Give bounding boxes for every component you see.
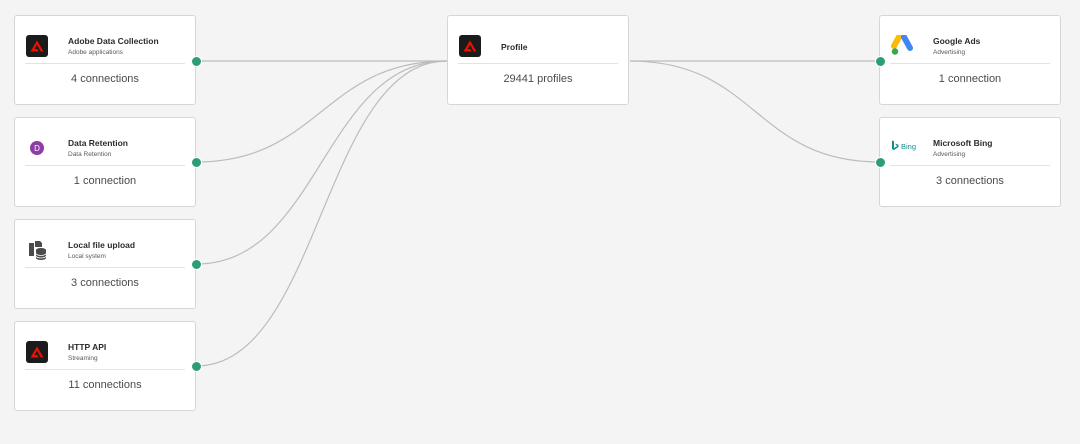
card-header: Google Ads Advertising (890, 16, 1050, 64)
card-subtitle: Local system (68, 253, 106, 260)
card-header: D Data Retention Data Retention (25, 118, 185, 166)
destination-card-microsoft-bing[interactable]: Bing Microsoft Bing Advertising 3 connec… (879, 117, 1061, 207)
card-subtitle: Data Retention (68, 151, 112, 158)
profile-card[interactable]: Profile 29441 profiles (447, 15, 629, 105)
bing-icon: Bing (891, 137, 921, 159)
connection-count: 1 connection (938, 73, 1002, 85)
card-title: Adobe Data Collection (68, 36, 159, 46)
connector-dot-local-file-upload[interactable] (190, 258, 202, 270)
connection-count: 4 connections (71, 73, 139, 85)
card-header: Bing Microsoft Bing Advertising (890, 118, 1050, 166)
source-card-adobe-data-collection[interactable]: Adobe Data Collection Adobe applications… (14, 15, 196, 105)
bing-logo-text: Bing (901, 142, 917, 151)
adobe-icon (26, 341, 48, 363)
source-card-local-file-upload[interactable]: Local file upload Local system 3 connect… (14, 219, 196, 309)
card-subtitle: Streaming (68, 355, 98, 362)
adobe-icon (459, 35, 481, 57)
adobe-icon (26, 35, 48, 57)
connection-count: 1 connection (73, 175, 137, 187)
card-title: HTTP API (68, 342, 107, 352)
d-badge-icon: D (26, 137, 48, 159)
card-subtitle: Advertising (933, 151, 966, 158)
badge-letter: D (30, 141, 44, 155)
connector-line-data-retention (195, 60, 448, 163)
card-header: Local file upload Local system (25, 220, 185, 268)
connector-line-http-api (195, 60, 448, 367)
card-title: Local file upload (68, 240, 136, 250)
connector-line-microsoft-bing (629, 60, 881, 163)
card-title: Microsoft Bing (933, 138, 993, 148)
connector-dot-data-retention[interactable] (190, 156, 202, 168)
connection-count: 11 connections (68, 379, 142, 391)
source-card-data-retention[interactable]: D Data Retention Data Retention 1 connec… (14, 117, 196, 207)
file-database-icon (26, 239, 48, 261)
connection-count: 3 connections (71, 277, 139, 289)
connector-dot-adobe-data-collection[interactable] (190, 55, 202, 67)
card-subtitle: Adobe applications (68, 49, 123, 56)
profile-count: 29441 profiles (503, 73, 573, 85)
destination-card-google-ads[interactable]: Google Ads Advertising 1 connection (879, 15, 1061, 105)
connector-line-local-file-upload (195, 60, 448, 265)
card-title: Google Ads (933, 36, 981, 46)
card-header: Profile (458, 16, 618, 64)
source-card-http-api[interactable]: HTTP API Streaming 11 connections (14, 321, 196, 411)
google-ads-icon (891, 34, 913, 57)
connector-dot-google-ads[interactable] (874, 55, 886, 67)
connector-dot-http-api[interactable] (190, 360, 202, 372)
card-subtitle: Advertising (933, 49, 966, 56)
connection-count: 3 connections (936, 175, 1004, 187)
card-header: HTTP API Streaming (25, 322, 185, 370)
card-title: Profile (501, 42, 528, 52)
connector-dot-microsoft-bing[interactable] (874, 156, 886, 168)
card-header: Adobe Data Collection Adobe applications (25, 16, 185, 64)
card-title: Data Retention (68, 138, 128, 148)
